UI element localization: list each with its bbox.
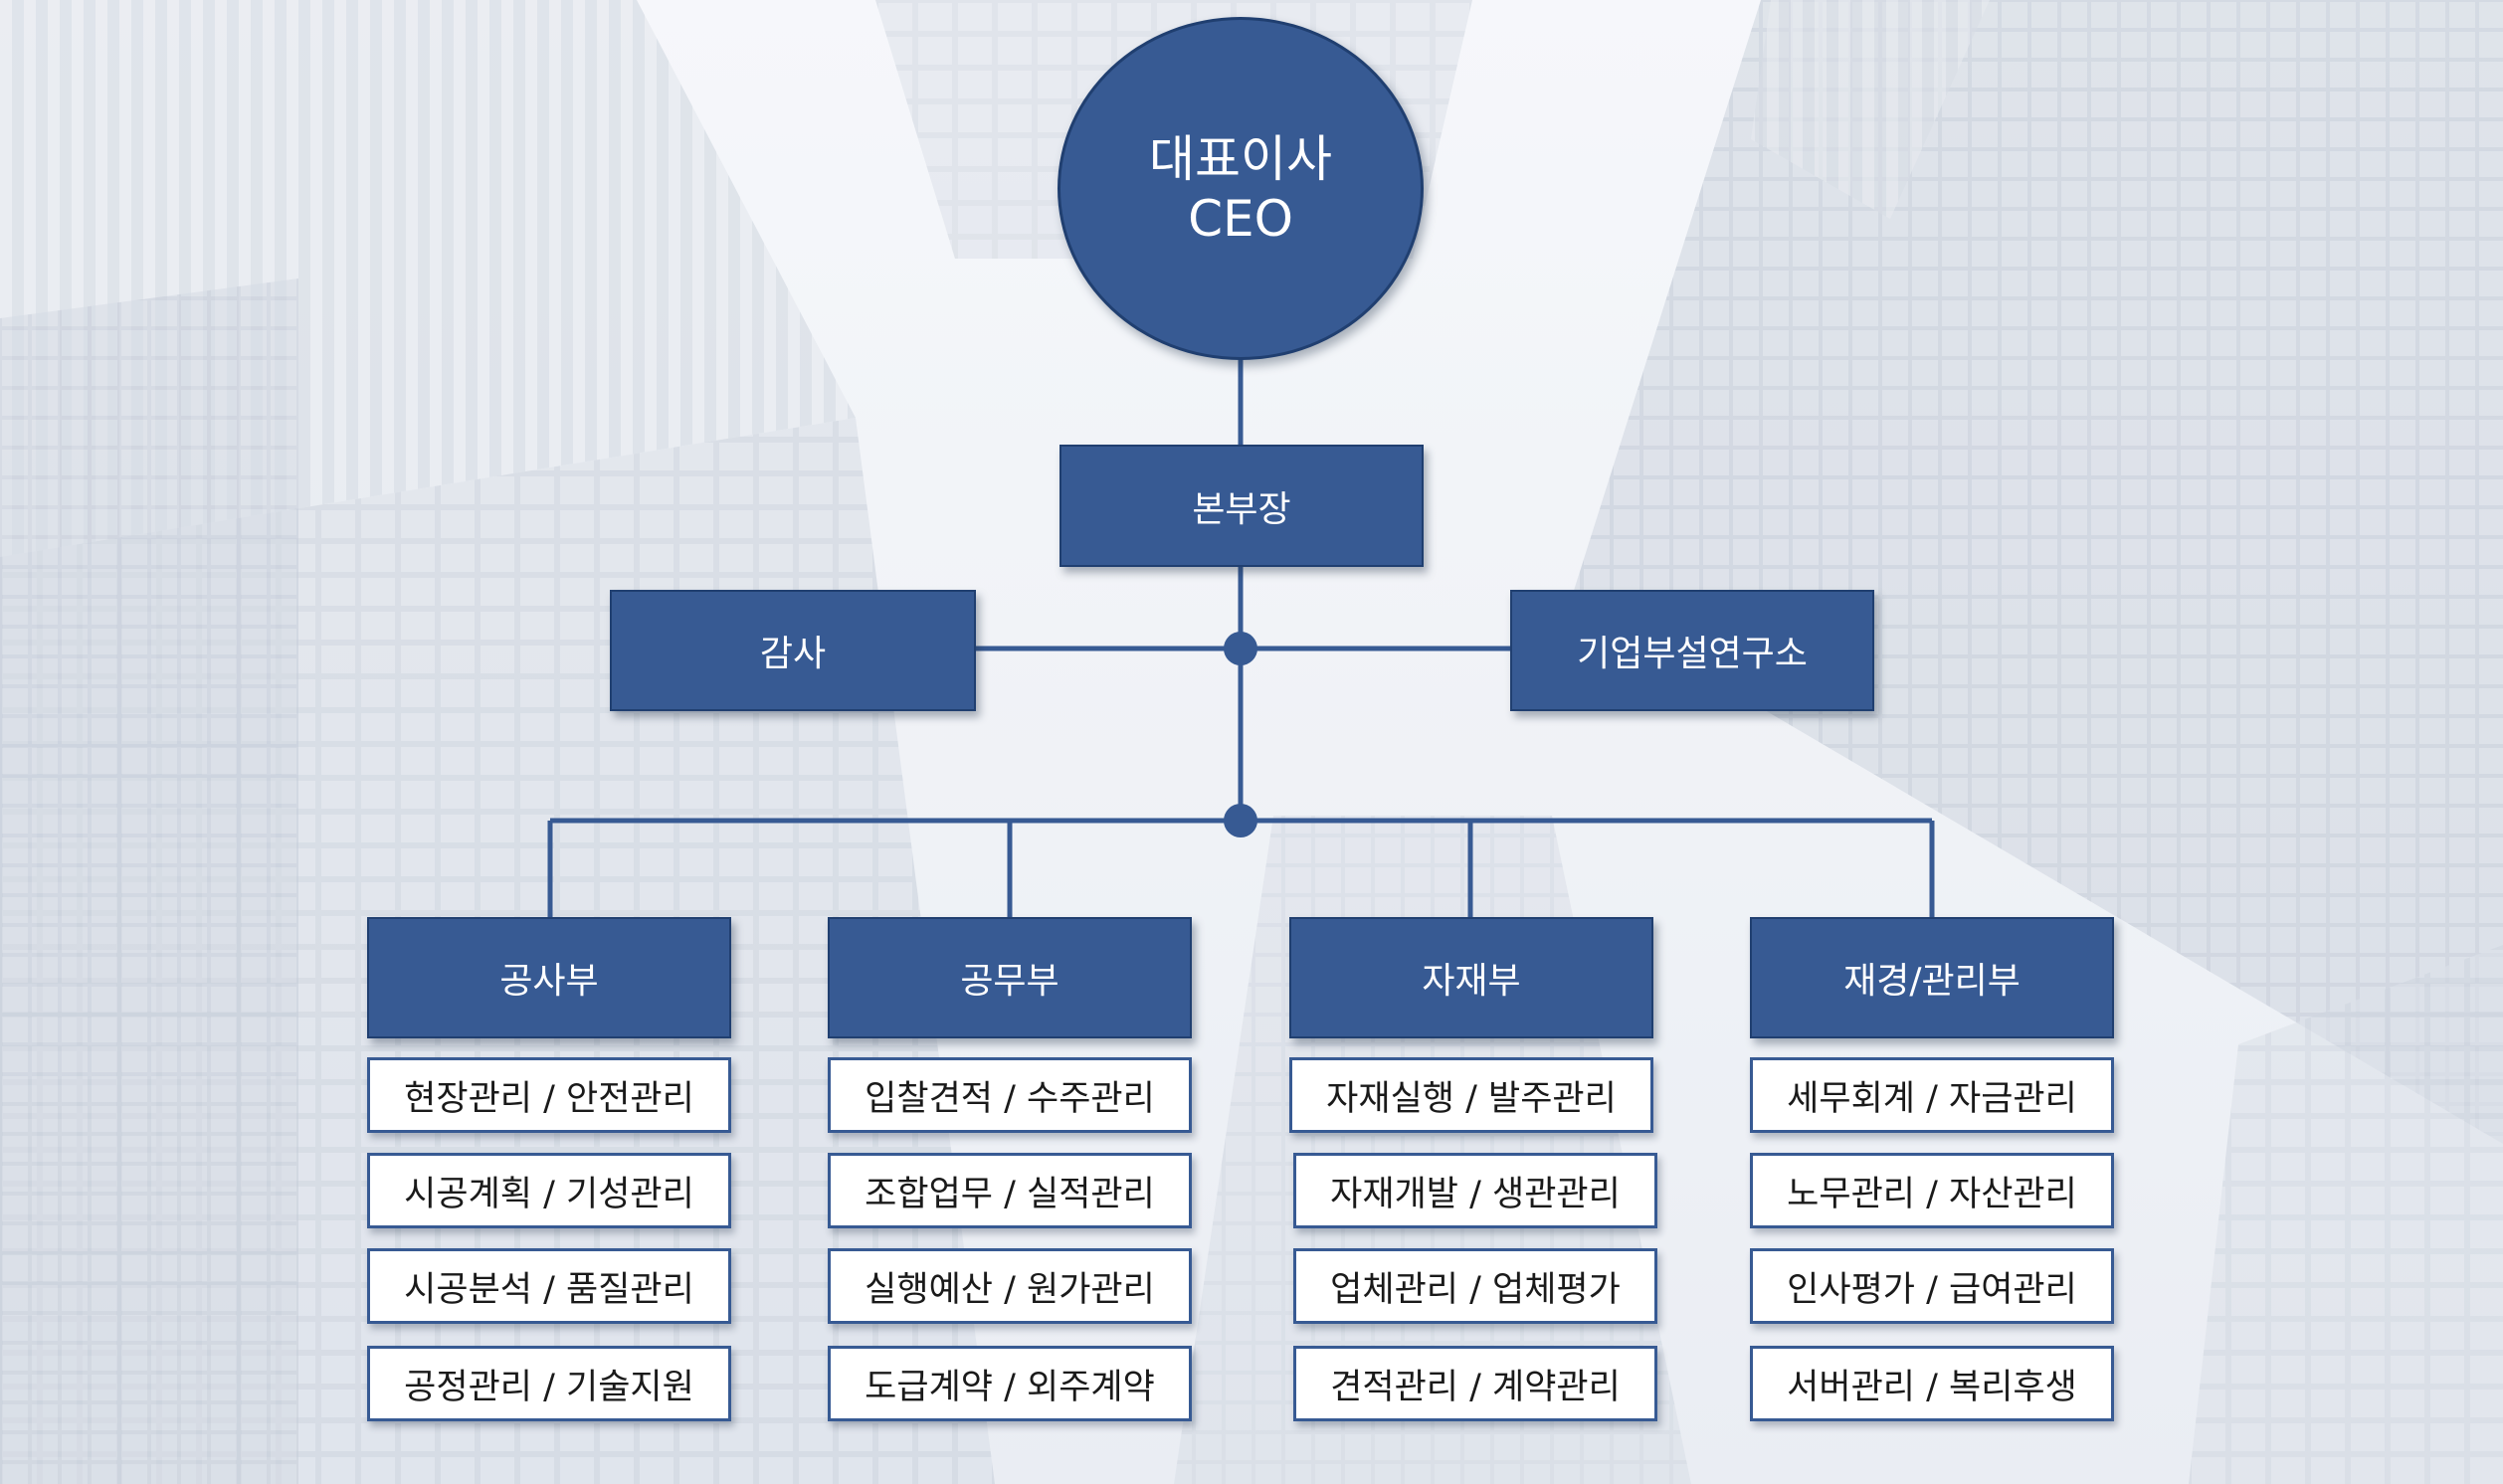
task-label: 실행예산 / 원가관리	[865, 1269, 1155, 1310]
task-label: 조합업무 / 실적관리	[865, 1174, 1155, 1214]
task-item: 견적관리 / 계약관리	[1293, 1346, 1657, 1421]
dept-node-general-affairs: 공무부	[828, 917, 1192, 1038]
task-item: 공정관리 / 기술지원	[367, 1346, 731, 1421]
task-label: 입찰견적 / 수주관리	[865, 1078, 1155, 1119]
task-label: 노무관리 / 자산관리	[1787, 1174, 2077, 1214]
task-item: 조합업무 / 실적관리	[828, 1153, 1192, 1228]
dept-node-materials: 자재부	[1289, 917, 1653, 1038]
task-label: 인사평가 / 급여관리	[1787, 1269, 2077, 1310]
task-item: 시공분석 / 품질관리	[367, 1248, 731, 1324]
task-label: 세무회계 / 자금관리	[1787, 1078, 2077, 1119]
dept-label: 자재부	[1422, 961, 1521, 1002]
task-item: 서버관리 / 복리후생	[1750, 1346, 2114, 1421]
dept-label: 공무부	[960, 961, 1059, 1002]
task-item: 실행예산 / 원가관리	[828, 1248, 1192, 1324]
dept-node-finance-admin: 재경/관리부	[1750, 917, 2114, 1038]
task-item: 인사평가 / 급여관리	[1750, 1248, 2114, 1324]
ceo-title-english: CEO	[1188, 189, 1293, 248]
head-label: 본부장	[1192, 488, 1291, 530]
task-item: 업체관리 / 업체평가	[1293, 1248, 1657, 1324]
rnd-node: 기업부설연구소	[1510, 590, 1874, 711]
dept-label: 공사부	[499, 961, 599, 1002]
task-item: 입찰견적 / 수주관리	[828, 1057, 1192, 1133]
head-node: 본부장	[1059, 445, 1424, 567]
task-item: 노무관리 / 자산관리	[1750, 1153, 2114, 1228]
dept-label: 재경/관리부	[1843, 961, 2021, 1002]
task-label: 시공계획 / 기성관리	[404, 1174, 694, 1214]
task-item: 자재개발 / 생관관리	[1293, 1153, 1657, 1228]
task-label: 도급계약 / 외주계약	[865, 1367, 1155, 1407]
task-item: 도급계약 / 외주계약	[828, 1346, 1192, 1421]
task-item: 자재실행 / 발주관리	[1289, 1057, 1653, 1133]
audit-node: 감사	[610, 590, 976, 711]
task-label: 업체관리 / 업체평가	[1330, 1269, 1621, 1310]
rnd-label: 기업부설연구소	[1577, 634, 1808, 674]
task-label: 현장관리 / 안전관리	[404, 1078, 694, 1119]
task-label: 서버관리 / 복리후생	[1787, 1367, 2077, 1407]
task-label: 견적관리 / 계약관리	[1330, 1367, 1621, 1407]
task-item: 현장관리 / 안전관리	[367, 1057, 731, 1133]
task-label: 자재실행 / 발주관리	[1326, 1078, 1617, 1119]
ceo-node: 대표이사 CEO	[1058, 17, 1424, 360]
audit-label: 감사	[759, 634, 827, 674]
task-label: 자재개발 / 생관관리	[1330, 1174, 1621, 1214]
task-label: 시공분석 / 품질관리	[404, 1269, 694, 1310]
junction-dot-upper	[1224, 632, 1257, 665]
junction-dot-lower	[1224, 804, 1257, 837]
dept-node-construction: 공사부	[367, 917, 731, 1038]
task-label: 공정관리 / 기술지원	[404, 1367, 694, 1407]
task-item: 세무회계 / 자금관리	[1750, 1057, 2114, 1133]
ceo-title-korean: 대표이사	[1149, 129, 1332, 188]
task-item: 시공계획 / 기성관리	[367, 1153, 731, 1228]
